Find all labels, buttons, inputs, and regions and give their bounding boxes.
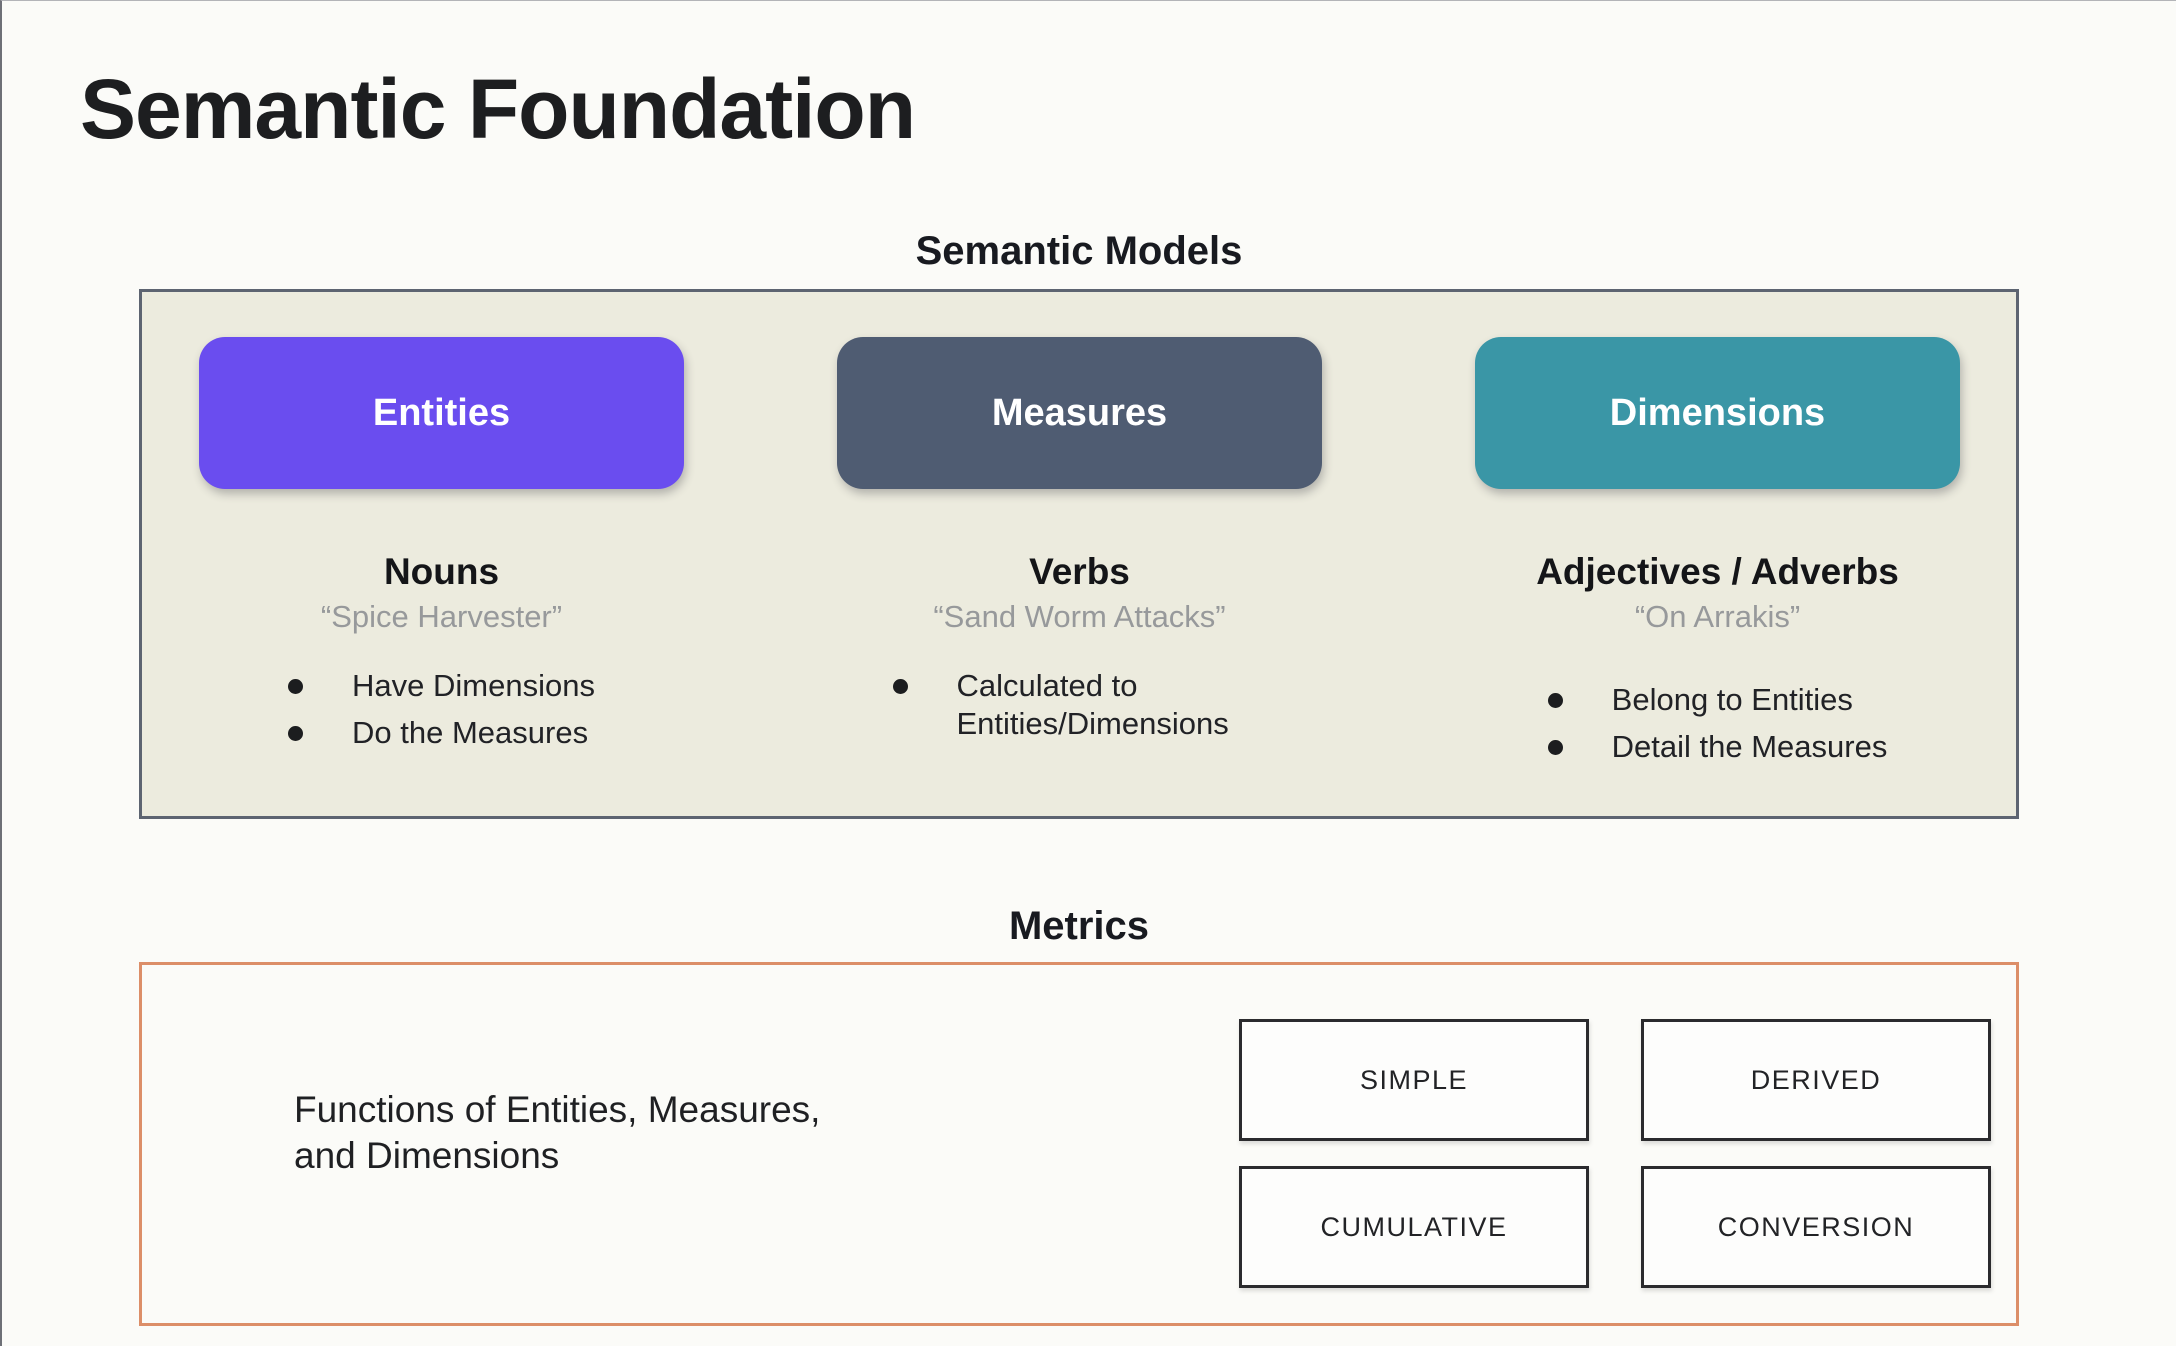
metrics-panel: Functions of Entities, Measures, and Dim…: [139, 962, 2019, 1326]
bullet-dot: [1547, 728, 1612, 755]
dimensions-quote: “On Arrakis”: [1634, 598, 1801, 634]
measures-pill: Measures: [837, 337, 1322, 489]
bullet-item: Calculated to Entities/Dimensions: [892, 667, 1267, 743]
metric-type-simple: SIMPLE: [1239, 1019, 1589, 1141]
measures-column: Measures Verbs “Sand Worm Attacks” Calcu…: [837, 292, 1322, 751]
bullet-dot: [288, 667, 352, 694]
bullet-item: Do the Measures: [288, 714, 595, 752]
metric-type-derived: DERIVED: [1641, 1019, 1991, 1141]
bullet-item: Have Dimensions: [288, 667, 595, 705]
measures-quote: “Sand Worm Attacks”: [933, 598, 1226, 634]
page-title: Semantic Foundation: [80, 62, 916, 156]
bullet-dot: [1547, 681, 1612, 708]
bullet-item: Detail the Measures: [1547, 728, 1887, 766]
metric-type-cumulative: CUMULATIVE: [1239, 1166, 1589, 1288]
metric-type-conversion: CONVERSION: [1641, 1166, 1991, 1288]
metrics-description-line1: Functions of Entities, Measures,: [294, 1089, 821, 1130]
entities-column: Entities Nouns “Spice Harvester” Have Di…: [199, 292, 684, 760]
dimensions-pos-label: Adjectives / Adverbs: [1536, 551, 1899, 592]
metrics-description: Functions of Entities, Measures, and Dim…: [294, 1087, 820, 1180]
bullet-dot: [288, 714, 352, 741]
measures-bullets: Calculated to Entities/Dimensions: [892, 667, 1267, 743]
entities-quote: “Spice Harvester”: [320, 598, 563, 634]
bullet-dot: [892, 667, 957, 694]
semantic-models-panel: Entities Nouns “Spice Harvester” Have Di…: [139, 289, 2019, 819]
measures-pos-label: Verbs: [1029, 551, 1130, 592]
entities-bullets: Have Dimensions Do the Measures: [288, 667, 595, 752]
metrics-description-line2: and Dimensions: [294, 1135, 560, 1177]
dimensions-bullets: Belong to Entities Detail the Measures: [1547, 681, 1888, 766]
dimensions-pill: Dimensions: [1475, 337, 1960, 489]
semantic-models-header: Semantic Models: [915, 229, 1243, 273]
bullet-item: Belong to Entities: [1547, 681, 1888, 719]
entities-pos-label: Nouns: [383, 551, 500, 592]
dimensions-column: Dimensions Adjectives / Adverbs “On Arra…: [1475, 292, 1960, 774]
metrics-header: Metrics: [1008, 904, 1150, 948]
entities-pill: Entities: [199, 337, 684, 489]
